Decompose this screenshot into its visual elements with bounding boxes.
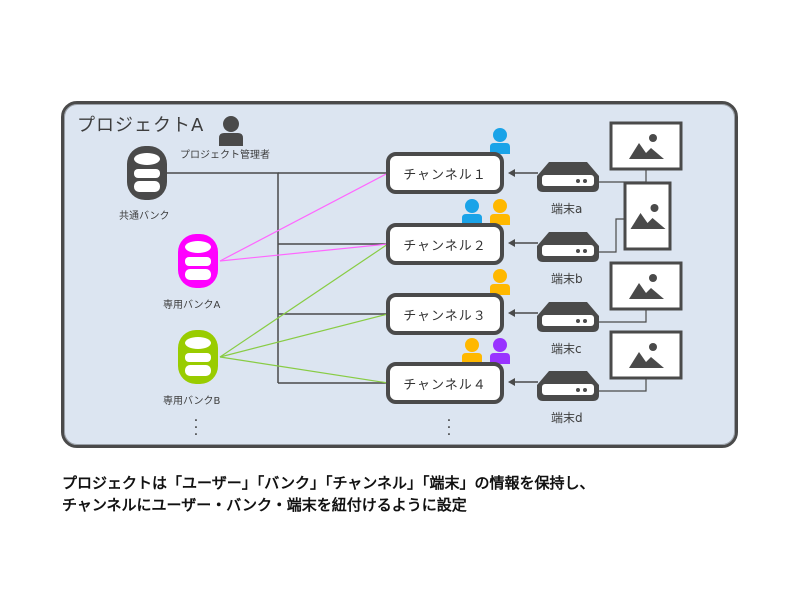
manager-label: プロジェクト管理者 [180,150,270,161]
connector-line [599,218,625,253]
image-icon[interactable] [609,330,683,380]
link-arrow [508,309,538,317]
channel-box[interactable]: チャンネル４ [386,362,504,404]
user-icon [488,126,512,156]
channel-label: チャンネル１ [403,167,487,183]
bank-a-link-ch2 [219,243,389,262]
user-icon [460,197,484,227]
bank-label: 共通バンク [119,211,170,222]
connector-line [599,169,647,183]
link-arrow [508,169,538,177]
bank-b-link-ch3 [219,313,389,358]
bank-b-links [219,243,389,384]
image-icon[interactable] [609,121,683,171]
bank-a-link-ch1 [219,172,389,262]
terminal-device-icon[interactable] [537,302,599,332]
connector-line [599,309,647,323]
link-arrow [508,378,538,386]
bank-a-links [219,172,389,262]
project-title: プロジェクトA [77,115,205,136]
channel-box[interactable]: チャンネル３ [386,293,504,335]
caption-line-1: プロジェクトは「ユーザー」「バンク」「チャンネル」「端末」の情報を保持し、 [62,474,595,492]
bank-label: 専用バンクA [163,300,221,311]
caption: プロジェクトは「ユーザー」「バンク」「チャンネル」「端末」の情報を保持し、 チャ… [62,472,595,516]
database-icon [127,146,167,200]
channel-label: チャンネル３ [403,308,487,324]
channel-box[interactable]: チャンネル２ [386,223,504,265]
bank-label: 専用バンクB [163,396,221,407]
caption-line-2: チャンネルにユーザー・バンク・端末を紐付けるように設定 [62,496,467,514]
more-banks-ellipsis: ··· [193,413,199,443]
link-arrow [508,239,538,247]
terminal-device-icon[interactable] [537,371,599,401]
terminal-device-icon[interactable] [537,162,599,192]
bank-b-link-ch2 [219,243,389,358]
terminal-label: 端末b [551,272,583,286]
image-icon[interactable] [609,261,683,311]
database-icon [178,234,218,288]
database-icon [178,330,218,384]
image-icon[interactable] [623,181,672,251]
common-bank-links [165,172,388,384]
terminal-label: 端末d [551,411,583,425]
more-channels-ellipsis: ··· [446,413,452,443]
user-icon [488,197,512,227]
terminal-label: 端末a [551,202,583,216]
bank-b-link-ch4 [219,356,389,384]
user-icon [460,336,484,366]
user-icon [488,267,512,297]
connector-line [599,378,647,392]
channel-label: チャンネル４ [403,377,487,393]
user-icon [488,336,512,366]
channel-box[interactable]: チャンネル１ [386,152,504,194]
manager-user-icon [219,116,243,146]
terminal-label: 端末c [551,342,582,356]
channel-label: チャンネル２ [403,238,487,254]
terminal-device-icon[interactable] [537,232,599,262]
